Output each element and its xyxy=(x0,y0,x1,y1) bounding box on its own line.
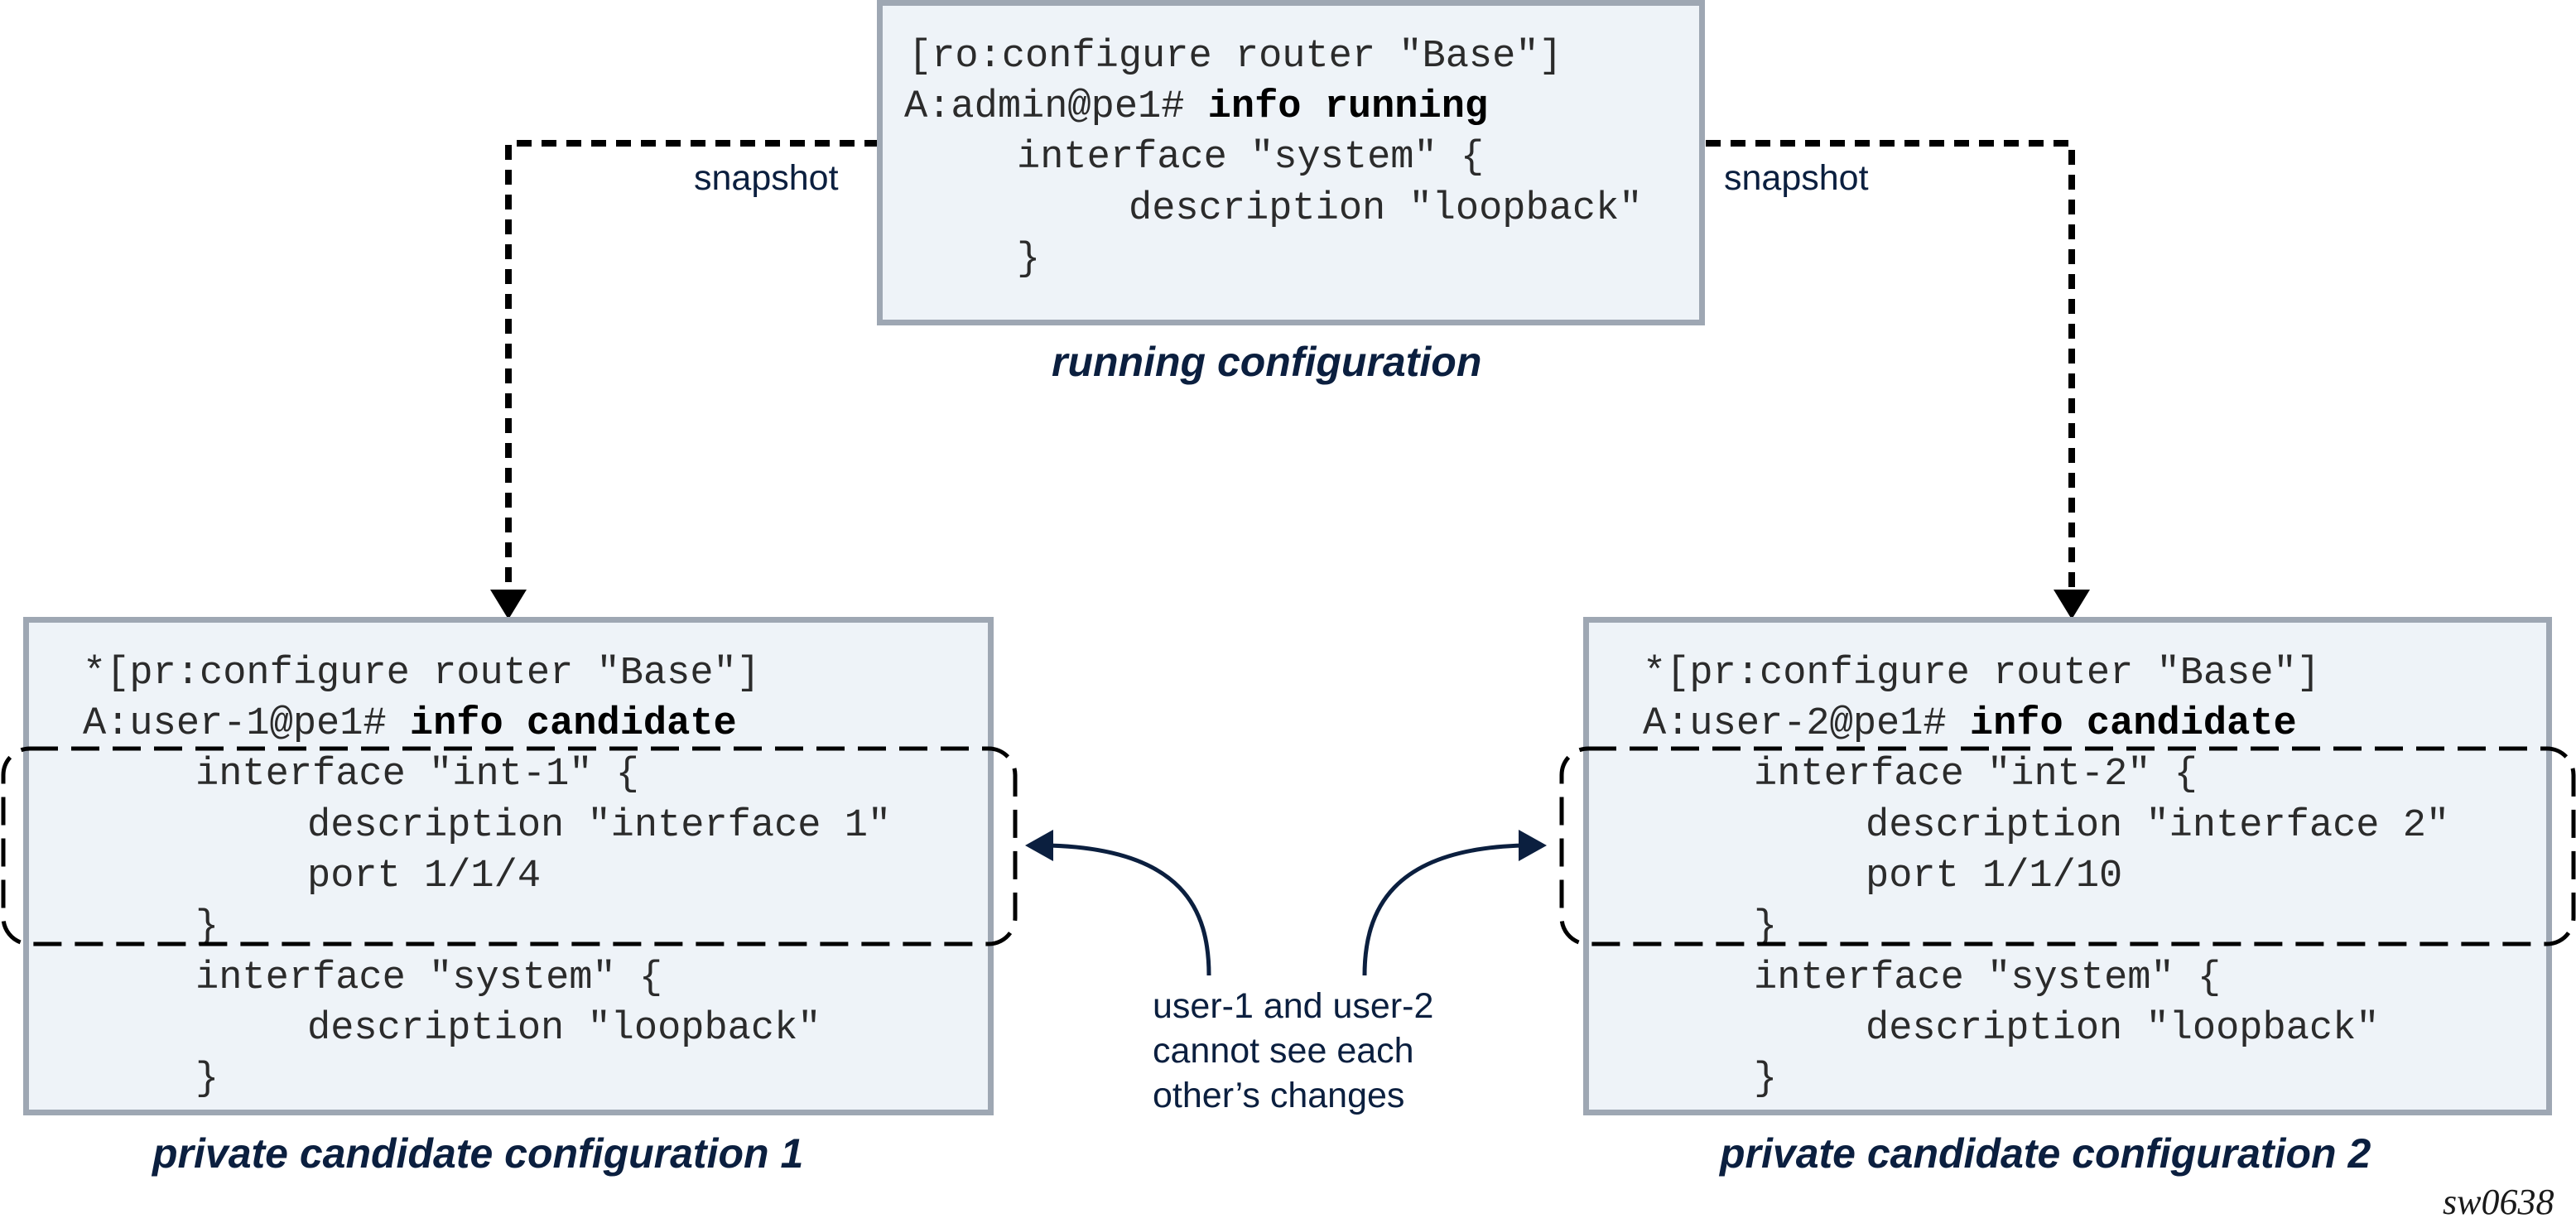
candidate-1-line-4: } xyxy=(195,905,219,949)
snapshot-label-right: snapshot xyxy=(1724,158,1869,198)
candidate-2-prompt: *[pr:configure router "Base"] xyxy=(1643,652,2320,696)
candidate-1-command-bold: info candidate xyxy=(409,702,737,746)
candidate-2-line-5: interface "system" { xyxy=(1754,956,2222,1000)
running-caption: running configuration xyxy=(1052,339,1482,385)
candidate-2-command: A:user-2@pe1# info candidate xyxy=(1643,705,2297,744)
candidate-2-caption: private candidate configuration 2 xyxy=(1720,1130,2371,1177)
running-config-box xyxy=(877,0,1705,325)
isolation-note: user-1 and user-2 cannot see each other’… xyxy=(1153,984,1433,1118)
isolation-note-line-2: cannot see each xyxy=(1153,1031,1414,1071)
candidate-1-prompt: *[pr:configure router "Base"] xyxy=(83,652,760,696)
candidate-2-box xyxy=(1583,617,2552,1115)
candidate-1-command: A:user-1@pe1# info candidate xyxy=(83,705,737,744)
candidate-1-box xyxy=(23,617,994,1115)
candidate-2-line-3: port 1/1/10 xyxy=(1866,855,2123,898)
curved-arrow-right xyxy=(1362,830,1547,976)
candidate-1-line-6: description "loopback" xyxy=(307,1007,821,1051)
snapshot-arrow-right xyxy=(1706,140,2090,619)
candidate-1-command-prefix: A:user-1@pe1# xyxy=(83,702,410,746)
running-prompt: [ro:configure router "Base"] xyxy=(908,35,1562,79)
running-line-3: } xyxy=(1017,238,1041,282)
candidate-2-line-4: } xyxy=(1754,905,1778,949)
candidate-2-line-6: description "loopback" xyxy=(1866,1007,2380,1051)
candidate-1-change-highlight xyxy=(1,746,1018,946)
snapshot-label-left: snapshot xyxy=(694,158,839,198)
candidate-1-line-7: } xyxy=(195,1057,219,1101)
candidate-2-command-prefix: A:user-2@pe1# xyxy=(1643,702,1970,746)
running-command-prefix: A:admin@pe1# xyxy=(904,85,1208,129)
candidate-2-change-highlight xyxy=(1559,746,2576,946)
candidate-2-line-1: interface "int-2" { xyxy=(1754,753,2198,797)
isolation-note-line-3: other’s changes xyxy=(1153,1076,1405,1115)
snapshot-arrow-left xyxy=(490,140,879,619)
running-line-1: interface "system" { xyxy=(1017,136,1485,180)
candidate-2-line-2: description "interface 2" xyxy=(1866,804,2450,848)
running-command: A:admin@pe1# info running xyxy=(904,88,1488,127)
figure-id: sw0638 xyxy=(2443,1182,2554,1222)
candidate-1-line-5: interface "system" { xyxy=(195,956,663,1000)
running-line-2: description "loopback" xyxy=(1129,187,1643,231)
running-command-bold: info running xyxy=(1207,85,1489,129)
isolation-note-line-1: user-1 and user-2 xyxy=(1153,986,1434,1026)
candidate-2-command-bold: info candidate xyxy=(1969,702,2297,746)
candidate-1-caption: private candidate configuration 1 xyxy=(152,1130,804,1177)
curved-arrow-left xyxy=(1025,830,1211,976)
candidate-1-line-3: port 1/1/4 xyxy=(307,855,542,898)
candidate-1-line-1: interface "int-1" { xyxy=(195,753,639,797)
candidate-2-line-7: } xyxy=(1754,1057,1778,1101)
candidate-1-line-2: description "interface 1" xyxy=(307,804,892,848)
